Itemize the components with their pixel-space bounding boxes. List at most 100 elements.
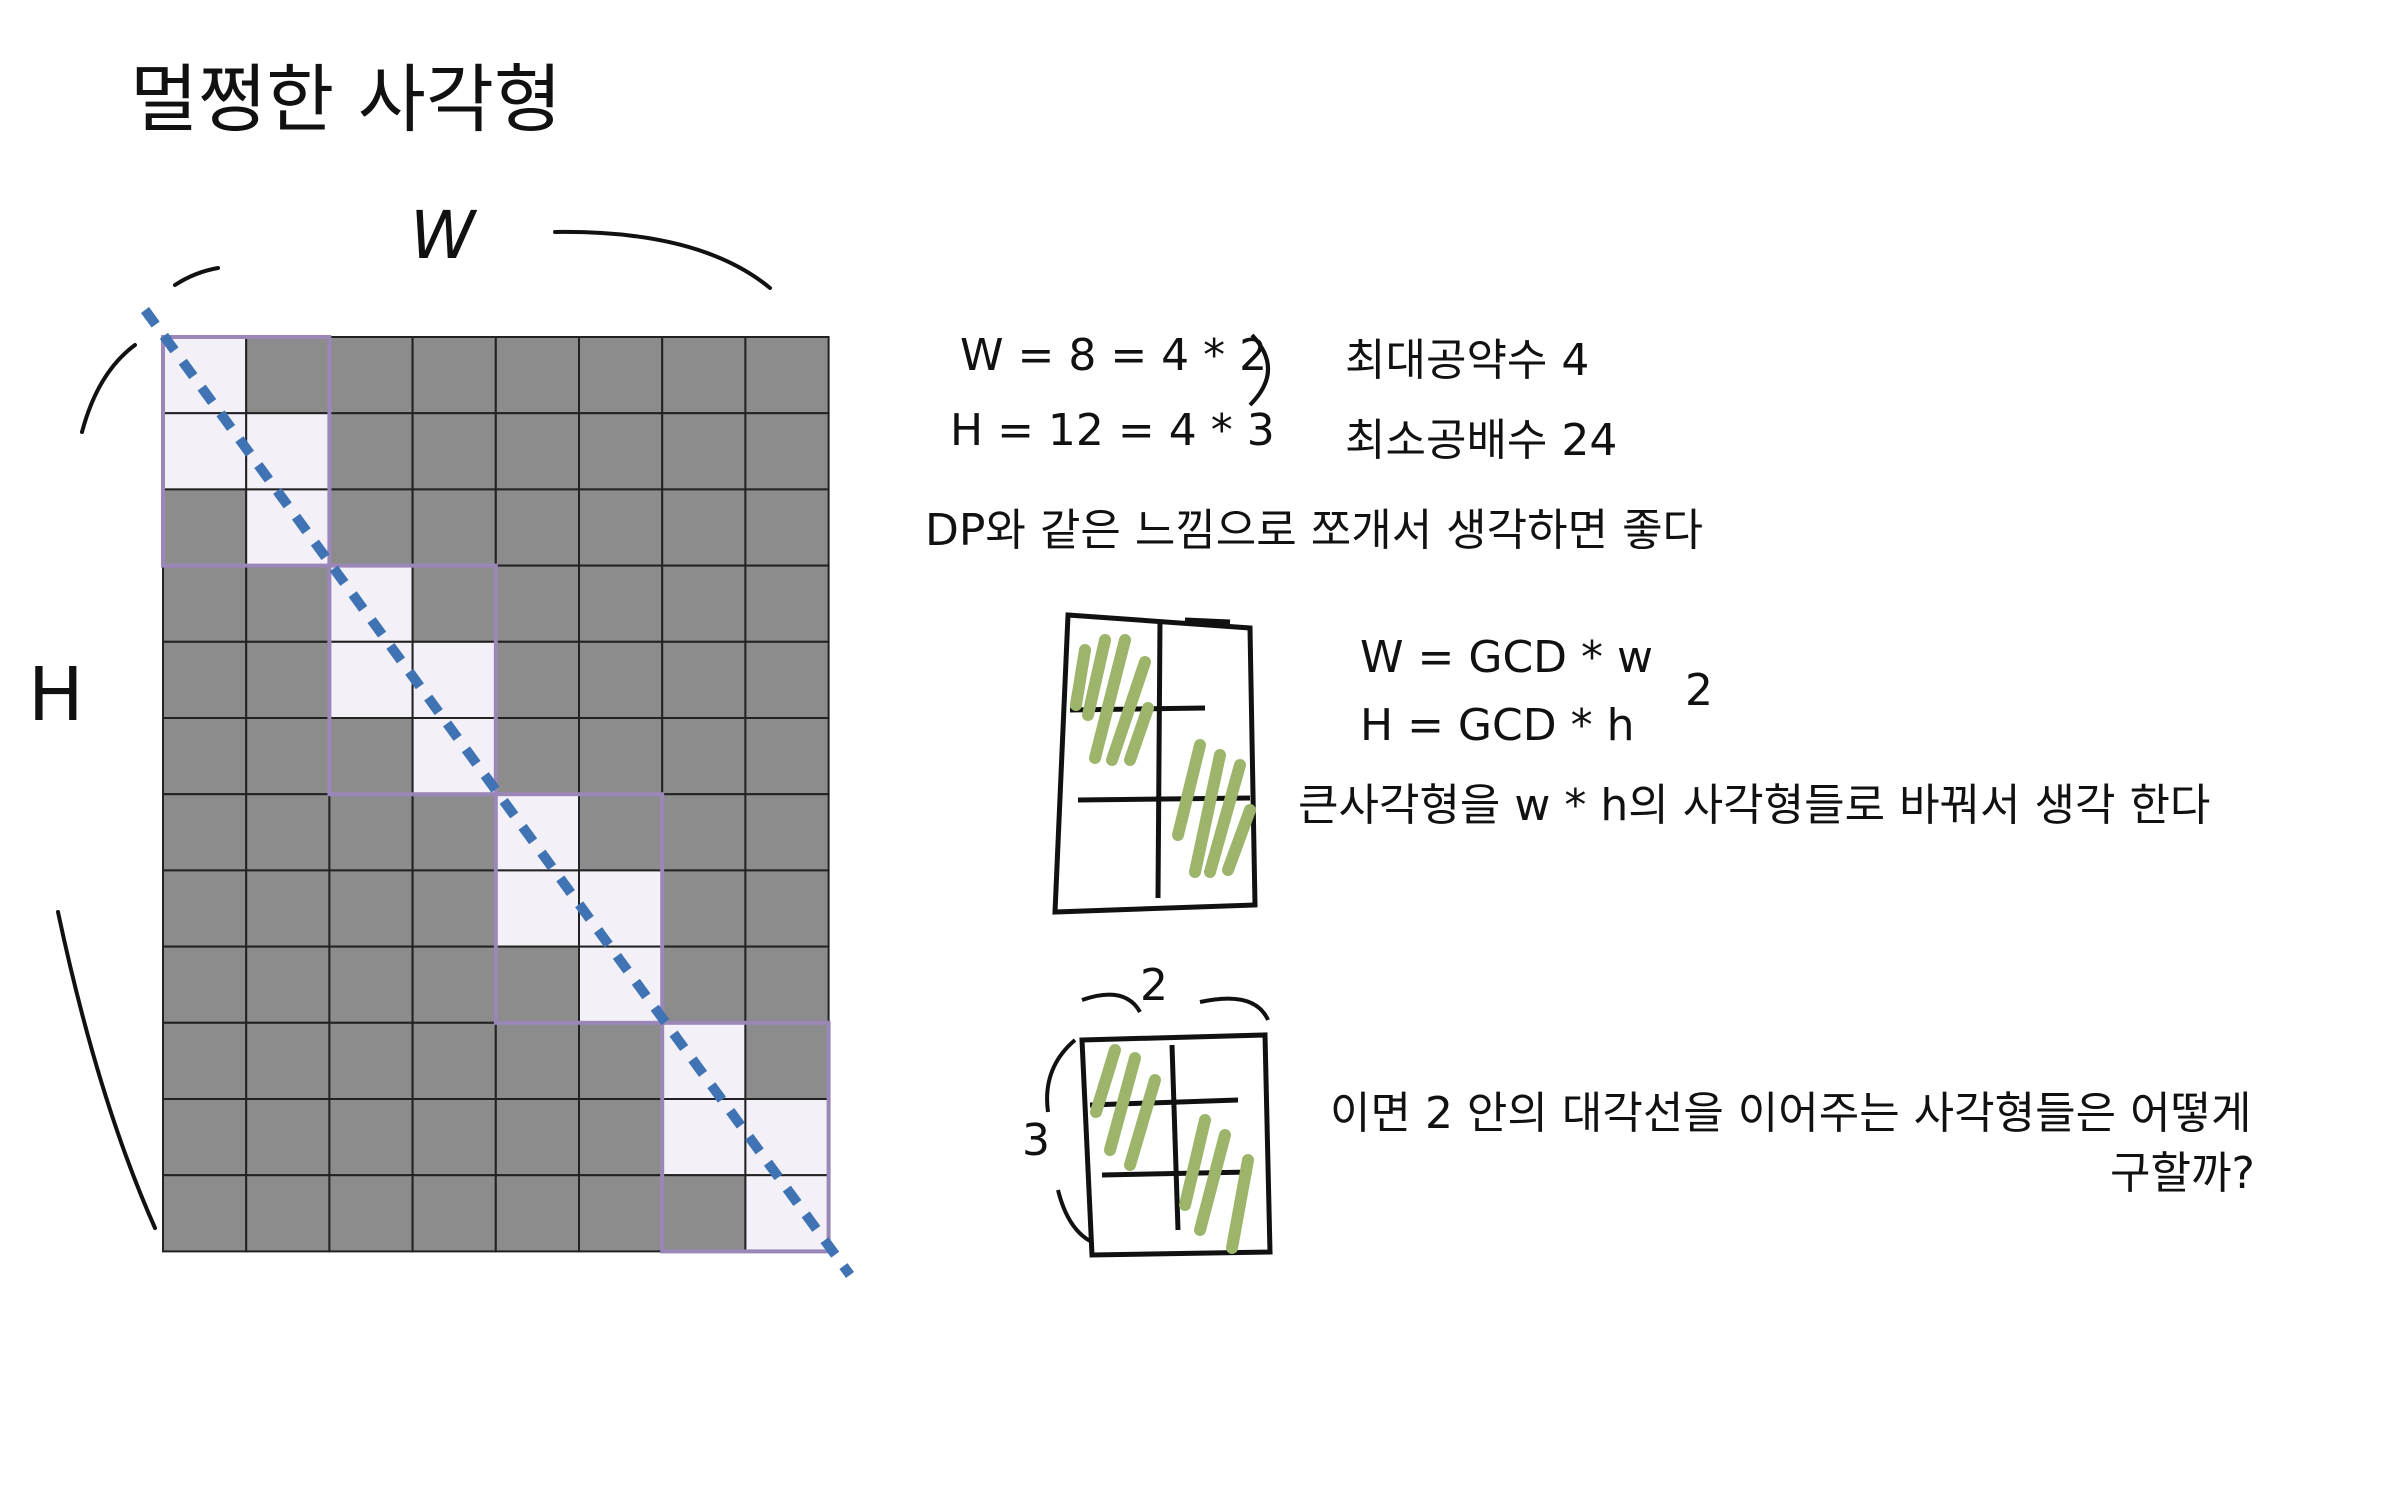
grid-cell [578,640,664,719]
grid-cell [744,717,830,796]
grid-cell [578,488,664,567]
grid-cell [328,1098,414,1177]
grid-cell [245,945,331,1024]
grid-cell [661,336,747,415]
grid-cell [744,488,830,567]
equation-h: H = 12 = 4 * 3 [950,405,1275,456]
grid-cell [661,564,747,643]
grid-cell [162,869,248,948]
grid-cell-crossed [578,869,664,948]
grid-cell-crossed [744,1174,830,1253]
grid-cell [578,793,664,872]
grid-cell [494,1098,580,1177]
gcd-block-outline [327,563,498,797]
grid-cell [162,1174,248,1253]
width-brace [173,229,772,290]
sketch-split [1052,612,1258,915]
grid-cell [411,336,497,415]
gcd-w-equation: W = GCD * w [1360,632,1653,683]
question-line-2: 구할까? [2110,1148,2255,1199]
grid-cell [494,412,580,491]
grid-cell [744,793,830,872]
grid-cell [744,869,830,948]
grid-cell [661,1174,747,1253]
grid-cell [578,412,664,491]
grid-cell [162,564,248,643]
grid-cell [494,945,580,1024]
grid-cell [411,793,497,872]
grid-cell [328,869,414,948]
grid-cell [328,1021,414,1100]
grid-cell [661,717,747,796]
grid-cell [328,945,414,1024]
grid-cell [245,869,331,948]
grid-cell [494,717,580,796]
grid-cell [245,1021,331,1100]
grid-cell [162,640,248,719]
dp-hint: DP와 같은 느낌으로 쪼개서 생각하면 좋다 [925,505,1703,556]
gcd-note: 최대공약수 4 [1345,335,1589,386]
grid-cell [162,488,248,567]
grid-cell [578,336,664,415]
grid-cell [328,717,414,796]
grid-cell [162,945,248,1024]
grid-cell [578,717,664,796]
grid-cell [578,564,664,643]
grid-cell [578,1021,664,1100]
height-label: H [28,652,84,738]
gcd-block-outline [161,335,332,568]
grid-cell [494,1021,580,1100]
grid-cell [328,336,414,415]
grid-cell [661,869,747,948]
grid-cell [328,412,414,491]
grid-cell [661,640,747,719]
grid-cell [245,1174,331,1253]
grid-cell [744,945,830,1024]
grid-cell [162,1021,248,1100]
grid-cell [744,640,830,719]
gcd-blocks [161,335,831,1254]
grid-cell [744,336,830,415]
grid-cell [494,1174,580,1253]
grid-cell [744,412,830,491]
equation-brace [1248,333,1270,407]
grid-cell [494,336,580,415]
grid-cell [162,717,248,796]
grid-cell [661,412,747,491]
split-hint: 큰사각형을 w * h의 사각형들로 바꿔서 생각 한다 [1298,780,2210,831]
grid-cell [578,1098,664,1177]
grid-cell [661,488,747,567]
grid-cell [661,793,747,872]
height-brace [56,343,157,1230]
grid-cell [744,1021,830,1100]
width-label: W [410,197,478,274]
grid-cell-crossed [411,640,497,719]
grid-cell [411,1098,497,1177]
sketch-small [1045,992,1273,1258]
grid-cell [245,717,331,796]
page-title: 멀쩡한 사각형 [130,57,562,143]
rectangle-grid [162,336,830,1253]
grid-cell [411,945,497,1024]
small-width-label: 2 [1140,960,1168,1011]
grid-cell [494,564,580,643]
grid-cell [661,945,747,1024]
grid-cell [328,488,414,567]
grid-cell [411,412,497,491]
grid-cell [162,1098,248,1177]
grid-cell [245,336,331,415]
lcm-note: 최소공배수 24 [1345,415,1617,466]
grid-cell [411,869,497,948]
grid-cell [162,793,248,872]
grid-cell [411,564,497,643]
grid-cell [328,793,414,872]
diagonal-line [140,307,855,1278]
question-line-1: 이면 2 안의 대각선을 이어주는 사각형들은 어떻게 [1330,1088,2252,1139]
grid-cell-crossed [744,1098,830,1177]
gcd-block-outline [493,792,665,1025]
grid-cell [245,564,331,643]
gcd-h-equation: H = GCD * h [1360,700,1634,751]
grid-cell [494,488,580,567]
grid-cell [744,564,830,643]
gcd-block-outline [660,1020,831,1254]
